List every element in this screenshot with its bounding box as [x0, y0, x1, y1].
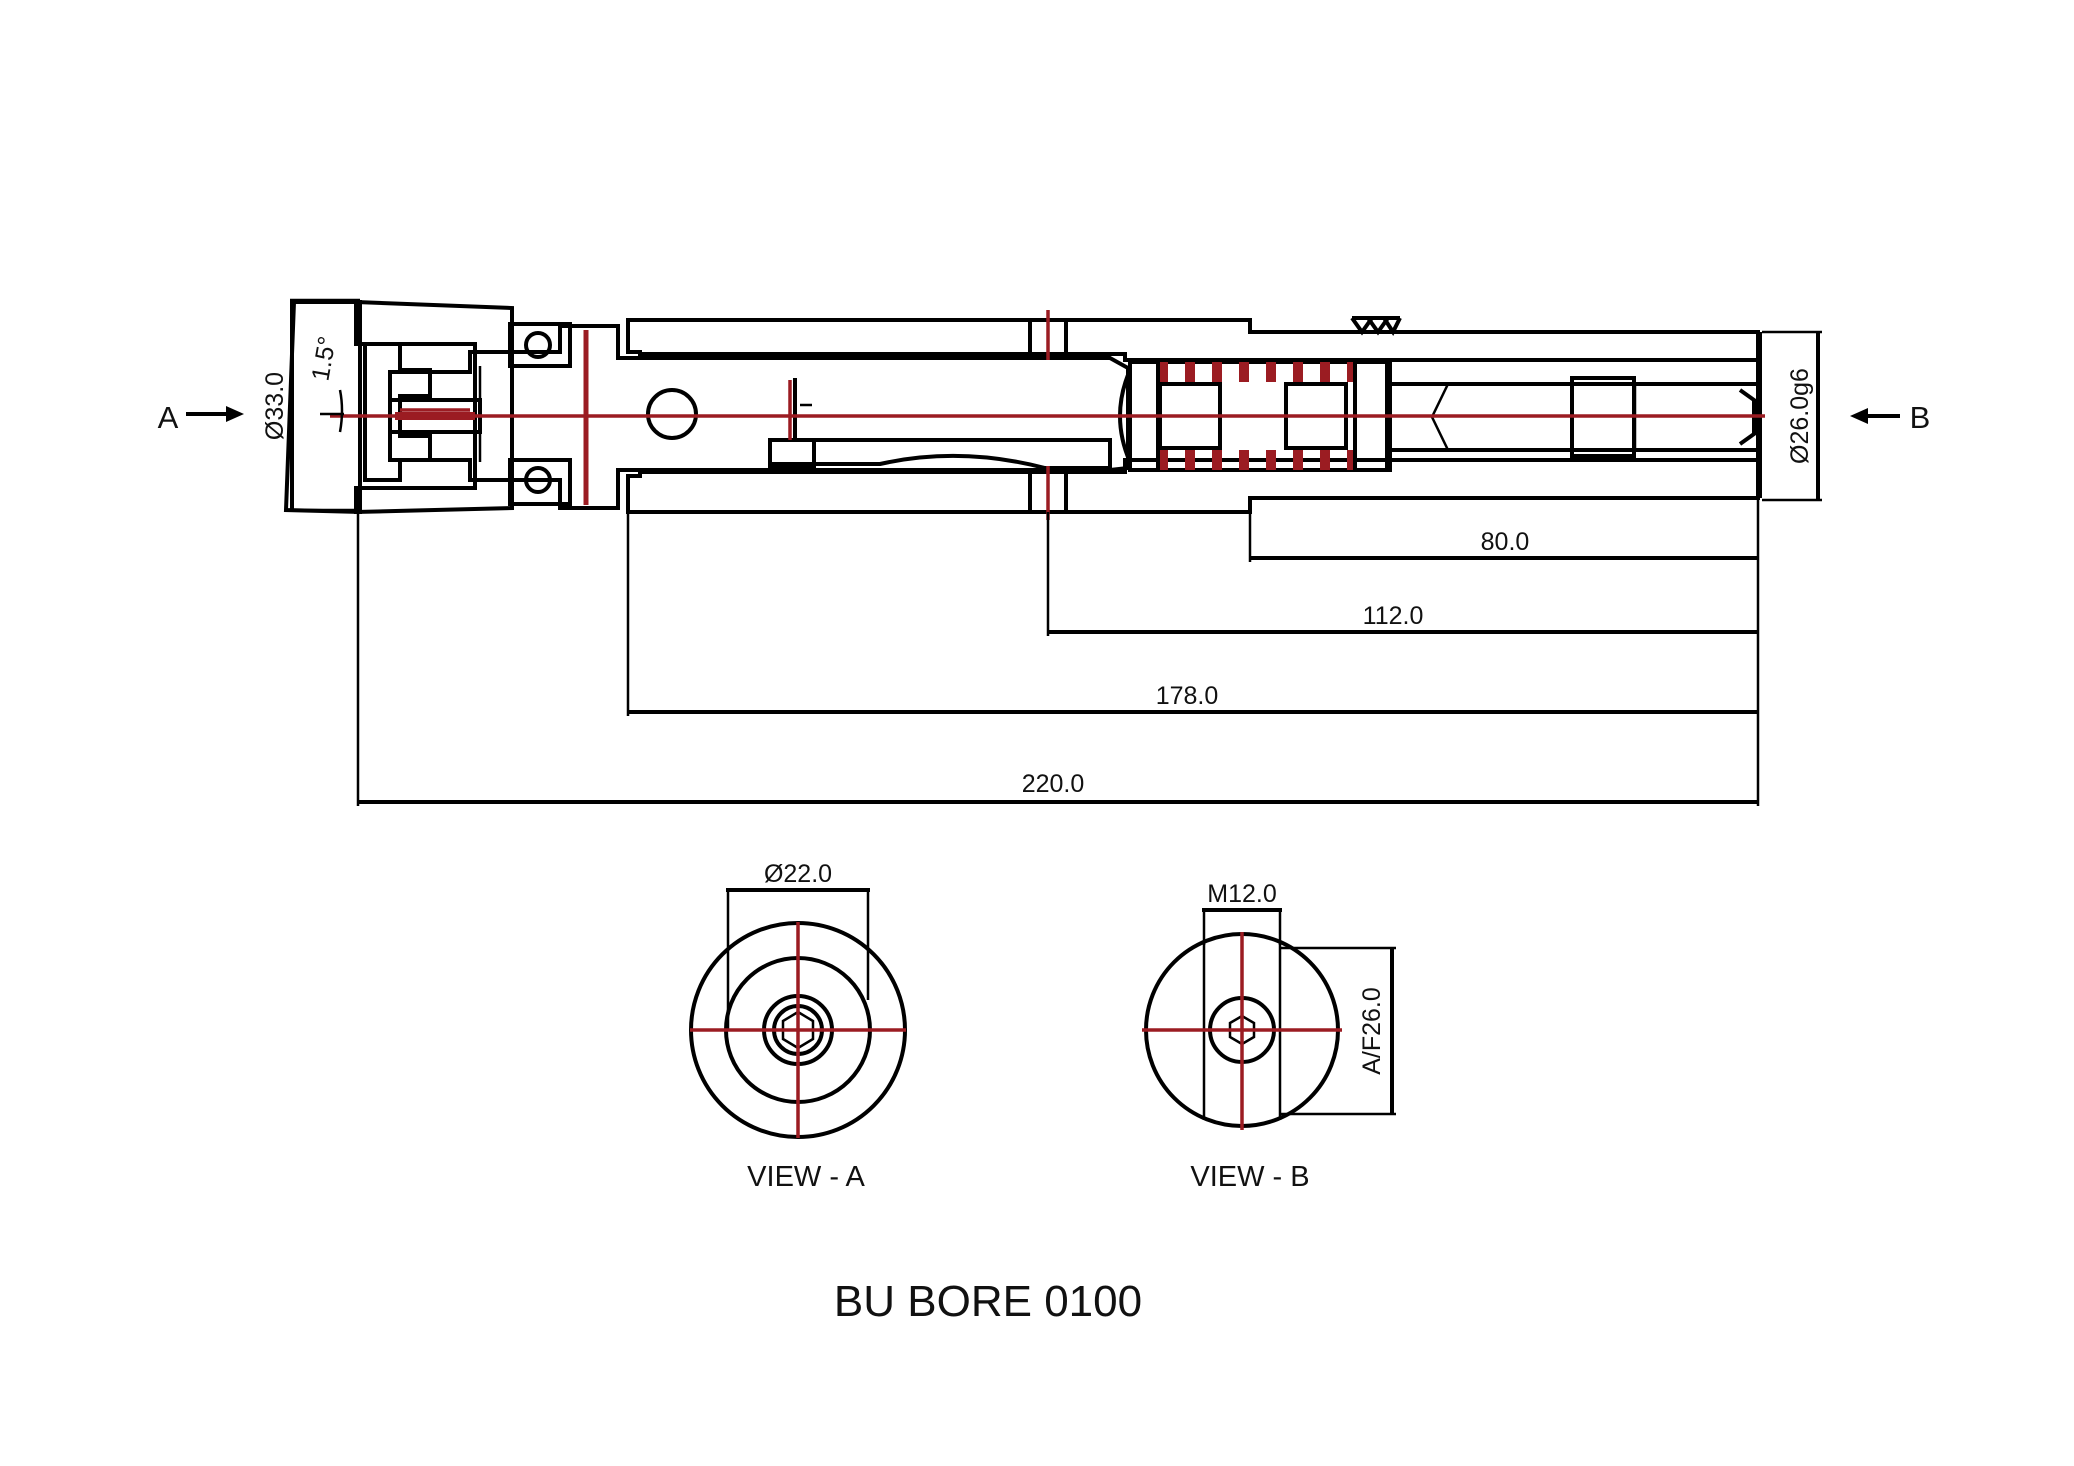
view-a: Ø22.0 VIEW - A — [689, 860, 907, 1193]
view-arrow-b: B — [1850, 400, 1930, 435]
view-marker-b: B — [1910, 400, 1931, 435]
view-b: M12.0 A/F26.0 VIEW - B — [1142, 880, 1396, 1193]
shaft-cross-hole — [646, 388, 698, 440]
dim-af26: A/F26.0 — [1358, 987, 1386, 1075]
view-label-a: VIEW - A — [747, 1161, 865, 1193]
extension-lines — [288, 298, 1822, 806]
clamp-screw — [768, 378, 816, 470]
dim-220: 220.0 — [1022, 770, 1085, 798]
section-view — [283, 299, 1765, 520]
view-label-b: VIEW - B — [1190, 1161, 1309, 1193]
bearing-lower — [508, 458, 572, 506]
dim-80: 80.0 — [1481, 528, 1530, 556]
nose-cap — [283, 300, 362, 515]
spring-coils — [1158, 362, 1357, 470]
angle-arc — [320, 389, 344, 433]
tool-bit — [1430, 382, 1637, 452]
dim-dia-26: Ø26.0g6 — [1786, 368, 1814, 464]
bearing-ball-upper — [524, 331, 552, 359]
nose-insert — [363, 342, 432, 482]
dim-112: 112.0 — [1363, 602, 1424, 630]
dim-angle: 1.5° — [306, 334, 341, 383]
dim-m12: M12.0 — [1207, 880, 1276, 908]
bearing-ball-lower — [524, 466, 552, 494]
bearing-upper — [508, 322, 572, 368]
dim-178: 178.0 — [1156, 682, 1219, 710]
set-screw-bottom — [1028, 466, 1068, 520]
set-screw-top — [1028, 310, 1068, 360]
view-arrow-a: A — [158, 400, 244, 435]
dim-dia-22: Ø22.0 — [764, 860, 832, 888]
dimension-lines — [290, 300, 1820, 804]
view-marker-a: A — [158, 400, 179, 435]
drawing-title: BU BORE 0100 — [834, 1277, 1142, 1326]
dim-dia-33: Ø33.0 — [261, 372, 289, 440]
main-shaft — [388, 324, 1130, 510]
surface-finish-symbol — [1350, 316, 1402, 337]
shaft-slot — [768, 438, 1112, 470]
